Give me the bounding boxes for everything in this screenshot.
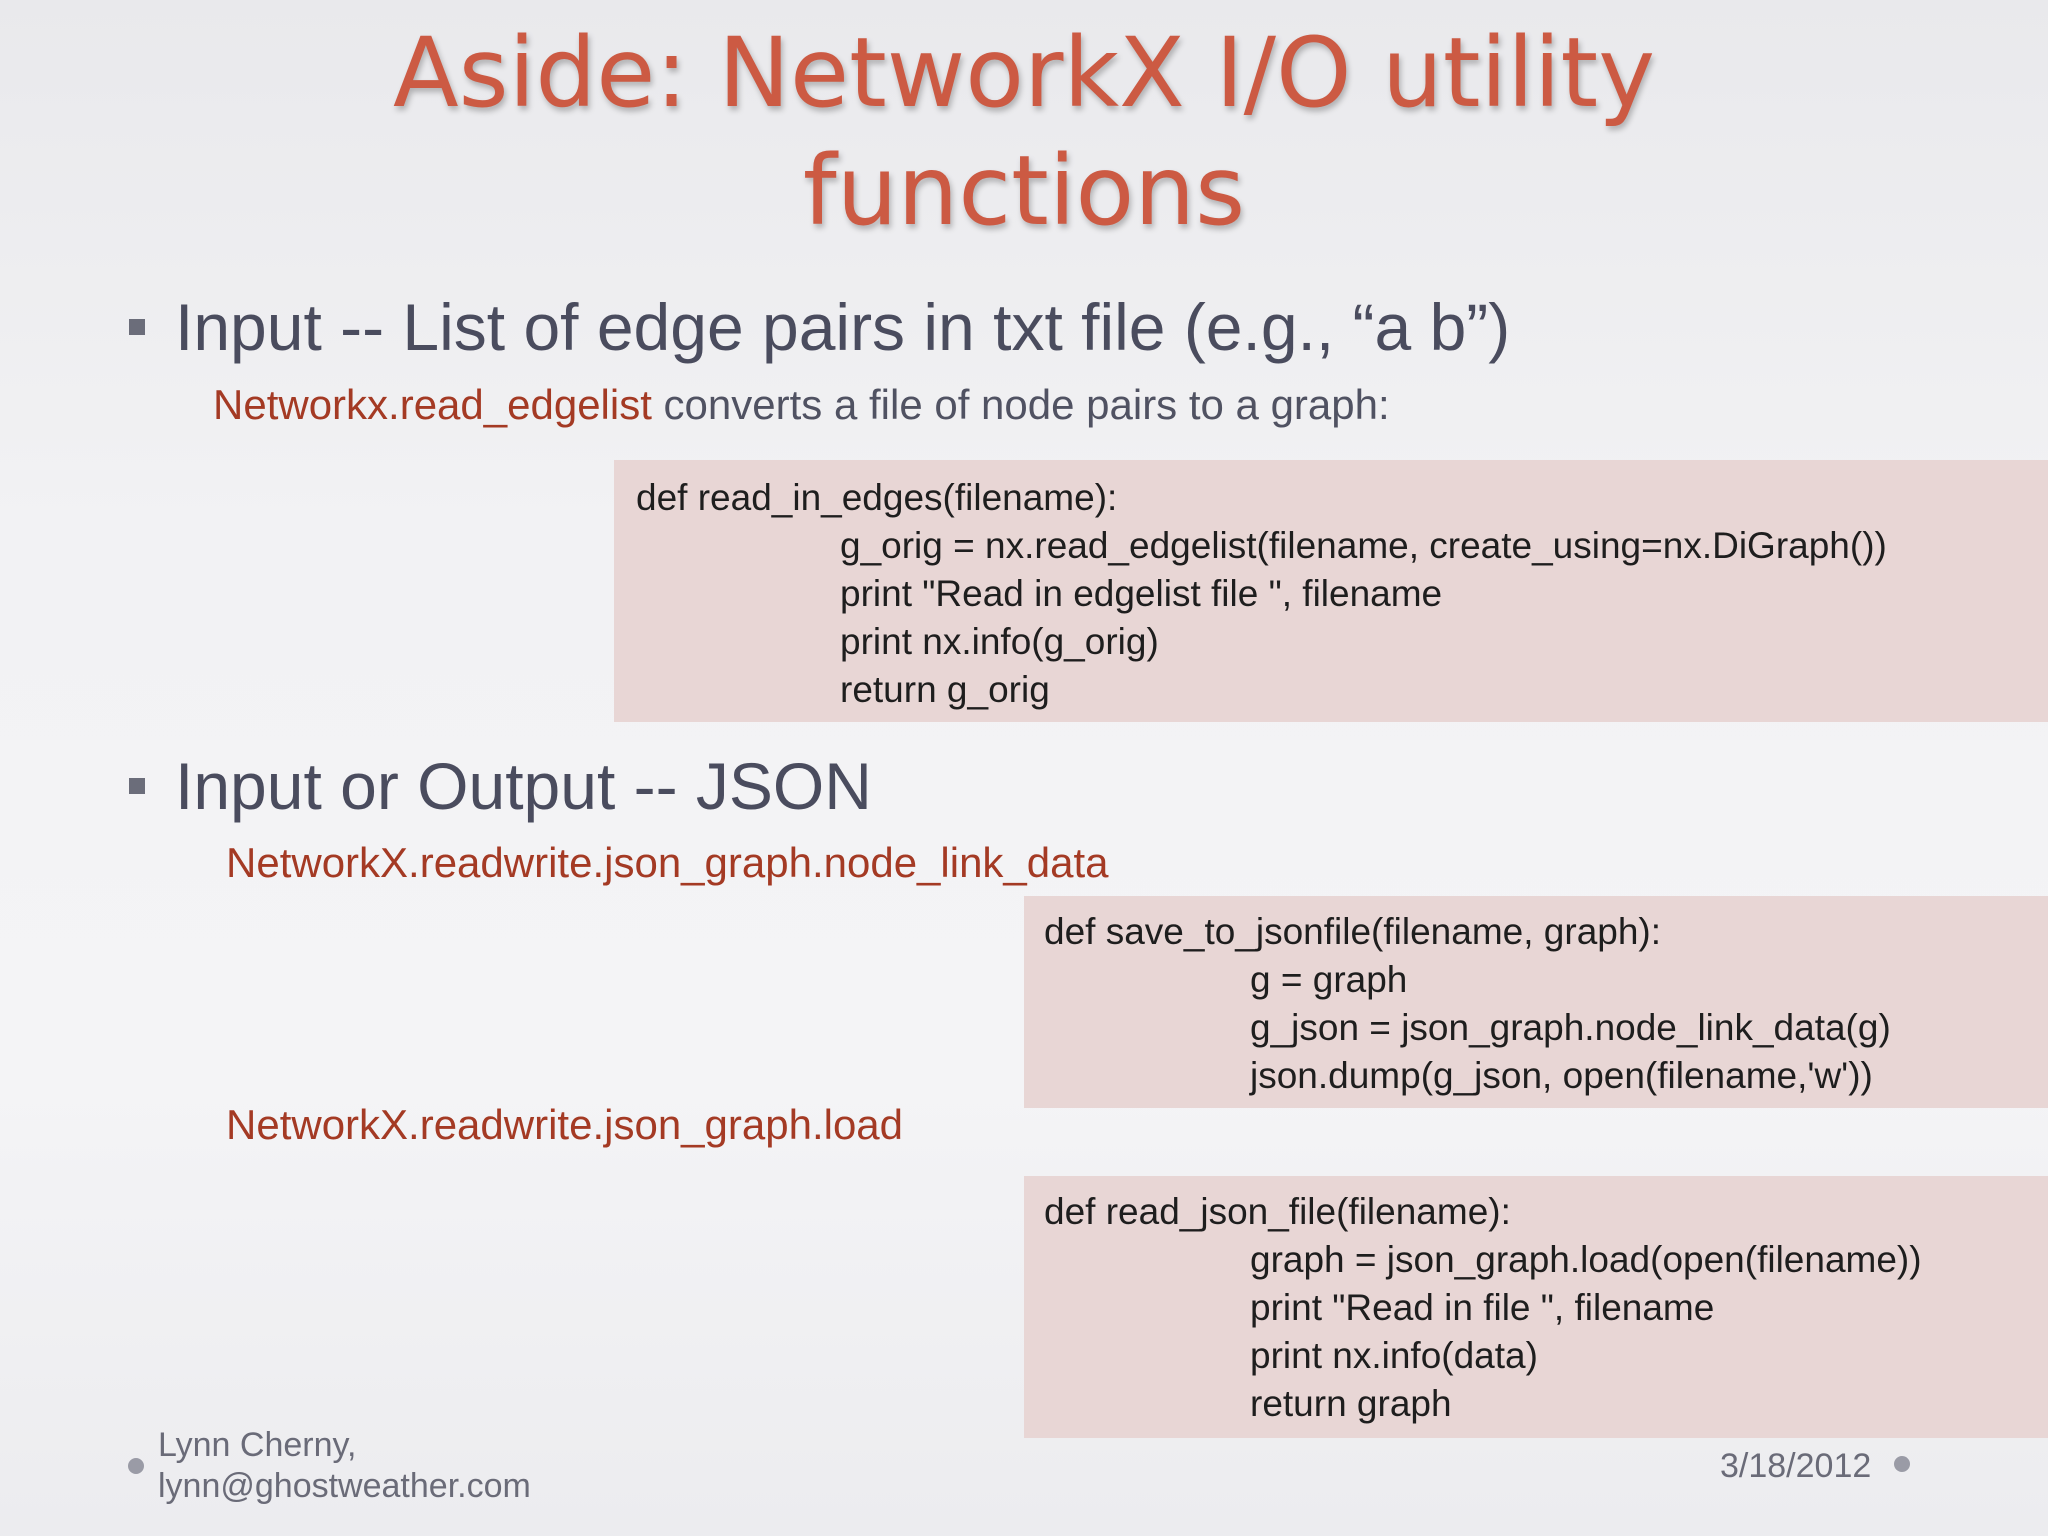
code-line: print "Read in file ", filename [1250, 1287, 1715, 1328]
code-line: print nx.info(g_orig) [840, 621, 1159, 662]
square-bullet-icon [129, 319, 145, 335]
function-name-node-link-data: NetworkX.readwrite.json_graph.node_link_… [226, 839, 1109, 886]
code-line: print "Read in edgelist file ", filename [840, 573, 1443, 614]
bullet-text: Input -- List of edge pairs in txt file … [175, 290, 1511, 364]
function-name: Networkx.read_edgelist [213, 381, 652, 428]
footer-date: 3/18/2012 [1720, 1447, 1872, 1485]
code-line: return g_orig [840, 669, 1050, 710]
square-bullet-icon [129, 778, 145, 794]
code-block-read-json-file: def read_json_file(filename): graph = js… [1024, 1176, 2048, 1438]
description-text: converts a file of node pairs to a graph… [651, 381, 1390, 428]
code-line: def read_in_edges(filename): [636, 477, 1118, 518]
function-name-json-load: NetworkX.readwrite.json_graph.load [226, 1101, 904, 1148]
code-block-save-to-jsonfile: def save_to_jsonfile(filename, graph): g… [1024, 896, 2048, 1108]
code-line: json.dump(g_json, open(filename,'w')) [1250, 1055, 1873, 1096]
code-line: def save_to_jsonfile(filename, graph): [1044, 911, 1662, 952]
bullet-text: Input or Output -- JSON [175, 749, 872, 823]
footer-dot-right-icon [1894, 1456, 1910, 1472]
code-line: print nx.info(data) [1250, 1335, 1538, 1376]
edgelist-description: Networkx.read_edgelist converts a file o… [213, 380, 1390, 430]
code-line: g_json = json_graph.node_link_data(g) [1250, 1007, 1891, 1048]
slide-title-line1: Aside: NetworkX I/O utility [392, 17, 1655, 129]
footer-author-email: lynn@ghostweather.com [158, 1467, 531, 1505]
code-line: graph = json_graph.load(open(filename)) [1250, 1239, 1922, 1280]
code-line: g_orig = nx.read_edgelist(filename, crea… [840, 525, 1887, 566]
code-block-read-in-edges: def read_in_edges(filename): g_orig = nx… [614, 460, 2048, 722]
code-line: def read_json_file(filename): [1044, 1191, 1511, 1232]
code-line: return graph [1250, 1383, 1452, 1424]
footer-dot-left-icon [128, 1458, 144, 1474]
code-line: g = graph [1250, 959, 1408, 1000]
slide-title-line2: functions [802, 135, 1246, 247]
footer-author-name: Lynn Cherny, [158, 1426, 357, 1464]
